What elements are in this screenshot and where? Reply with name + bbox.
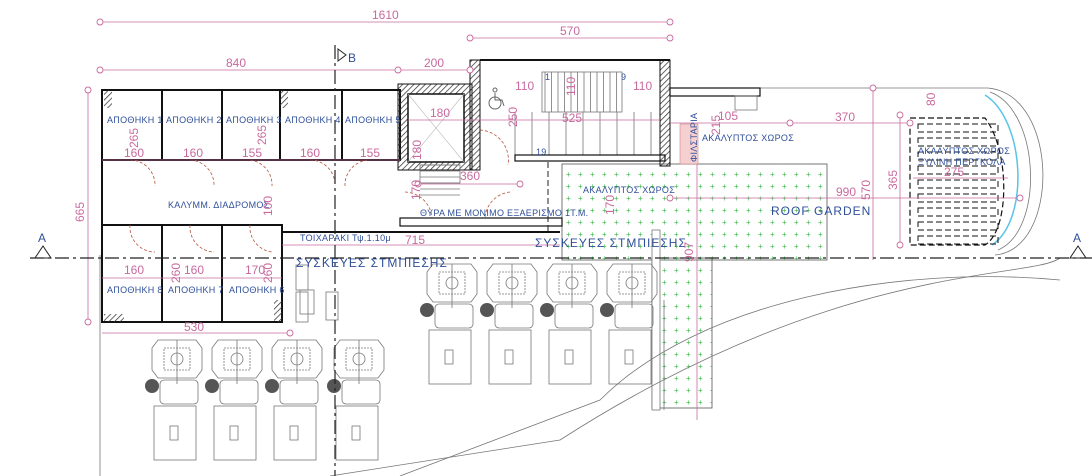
- pressure-unit: [539, 263, 598, 385]
- dim-text: 665: [73, 202, 87, 222]
- dim-text: 370: [835, 110, 855, 124]
- dim-text: 155: [360, 146, 380, 160]
- dim-text: 180: [430, 106, 450, 120]
- stair-number: 9: [621, 72, 626, 82]
- dim-text: 360: [460, 169, 480, 183]
- dim-text: 1610: [372, 8, 399, 22]
- dim-text: 525: [562, 111, 582, 125]
- dim-text: 160: [184, 263, 204, 277]
- dim-text: 180: [410, 140, 424, 160]
- dim-text: 160: [183, 146, 203, 160]
- stair-number: 19: [536, 147, 547, 157]
- door-note: ΘΥΡΑ ΜΕ ΜΟΝΙΜΟ ΕΞΑΕΡΙΣΜΟ 1Τ.Μ.: [420, 208, 589, 218]
- pressure-unit: [204, 339, 263, 461]
- room-label: ΑΠΟΘΗΚΗ 6: [229, 285, 285, 295]
- dim-text: 160: [124, 263, 144, 277]
- dim-text: 265: [255, 125, 269, 145]
- pergola-slat: [917, 165, 999, 175]
- room-label: ΑΠΟΘΗΚΗ 5: [345, 115, 401, 125]
- section-a-right: A: [1073, 231, 1082, 245]
- dim-text: 275: [944, 165, 964, 179]
- room-labels: ΑΠΟΘΗΚΗ 1 ΑΠΟΘΗΚΗ 2 ΑΠΟΘΗΚΗ 3 ΑΠΟΘΗΚΗ 4 …: [107, 72, 1010, 295]
- dim-text: 110: [564, 77, 578, 96]
- dim-text: 215: [709, 115, 723, 135]
- pergola-slat: [917, 123, 999, 133]
- dim-text: 160: [300, 146, 320, 160]
- room-label: ΑΠΟΘΗΚΗ 2: [166, 115, 222, 125]
- dim-text: 80: [924, 92, 938, 106]
- dim-text: 200: [424, 56, 444, 70]
- dim-text: 907: [682, 242, 696, 262]
- room-label: ΑΠΟΘΗΚΗ 4: [285, 115, 341, 125]
- dim-text: 170: [409, 180, 423, 200]
- pressure-unit: [264, 339, 323, 461]
- room-label: ΑΠΟΘΗΚΗ 1: [107, 115, 163, 125]
- pressure-unit: [479, 263, 538, 385]
- section-labels: A A B: [38, 51, 1082, 245]
- pergola-slat: [917, 179, 999, 189]
- room-label: ΑΠΟΘΗΚΗ 7: [168, 285, 224, 295]
- section-lines: [30, 45, 1092, 476]
- pergola-slat: [917, 137, 999, 147]
- pergola: [909, 117, 1005, 246]
- room-label: ΑΠΟΘΗΚΗ 3: [226, 115, 282, 125]
- dim-text: 530: [184, 320, 204, 334]
- dim-text: 840: [226, 56, 246, 70]
- dim-text: 110: [515, 79, 534, 93]
- dim-text: 365: [886, 170, 900, 190]
- dim-text: 155: [242, 146, 262, 160]
- room-label: ΑΠΟΘΗΚΗ 8: [107, 285, 163, 295]
- dim-text: 170: [245, 263, 265, 277]
- pressure-unit: [599, 263, 658, 385]
- pergola-slat: [917, 221, 999, 231]
- pressure-unit: [144, 339, 203, 461]
- pergola-slat: [917, 207, 999, 217]
- dimension-lines: [84, 18, 1024, 420]
- small-equipment: [295, 264, 339, 323]
- corridor-label: ΚΑΛΥΜΜ. ΔΙΑΔΡΟΜΟΣ: [168, 200, 270, 210]
- filter-label: ΦΙΛΣΤΑΡΙΑ: [689, 113, 699, 162]
- dim-text: 260: [261, 263, 275, 283]
- pergola-slat: [917, 235, 999, 245]
- dim-text: 990: [836, 185, 856, 199]
- open-space-label: ΑΚΑΛΥΠΤΟΣ ΧΩΡΟΣ: [702, 133, 794, 143]
- section-a-left: A: [38, 231, 47, 245]
- dim-text: 110: [633, 79, 652, 93]
- stair-core: [397, 59, 761, 232]
- dim-text: 570: [859, 180, 873, 200]
- dim-text: 715: [405, 233, 425, 247]
- dim-text: 105: [718, 109, 738, 123]
- pergola-slat: [917, 151, 999, 161]
- equipment-label: ΣΥΣΚΕΥΕΣ ΣΤΜΠΙΕΣΗΣ: [535, 236, 687, 250]
- roof-garden-area: [561, 163, 828, 411]
- dim-text: 100: [261, 196, 275, 216]
- open-space-label: ΑΚΑΛΥΠΤΟΣ ΧΩΡΟΣ: [583, 185, 675, 195]
- roof-garden-label: ROOF GARDEN: [771, 204, 871, 218]
- dim-text: 265: [127, 128, 141, 148]
- pergola-label: ΞΥΛΙΝΗ ΠΕΡΓΚΟΛΑ: [918, 157, 1006, 167]
- stair-number: 1: [545, 72, 550, 82]
- dim-text: 570: [560, 24, 580, 38]
- dim-text: 250: [506, 107, 520, 127]
- equipment-label: ΣΥΣΚΕΥΕΣ ΣΤΜΠΙΕΣΗΣ: [296, 256, 448, 270]
- dim-text: 170: [603, 195, 617, 215]
- wheelchair-icon: [488, 87, 505, 110]
- low-wall-label: ΤΟΙΧΑΡΑΚΙ Τψ.1.10μ: [300, 233, 391, 243]
- dim-text: 160: [124, 146, 144, 160]
- section-b: B: [348, 51, 357, 65]
- dim-text: 260: [169, 263, 183, 283]
- dimension-texts: 1610 570 840 200 665 265 265 160 160 155…: [73, 8, 964, 334]
- pressure-unit: [419, 263, 478, 385]
- open-space-label: ΑΚΑΛΥΠΤΟΣ ΧΩΡΟΣ: [918, 146, 1010, 156]
